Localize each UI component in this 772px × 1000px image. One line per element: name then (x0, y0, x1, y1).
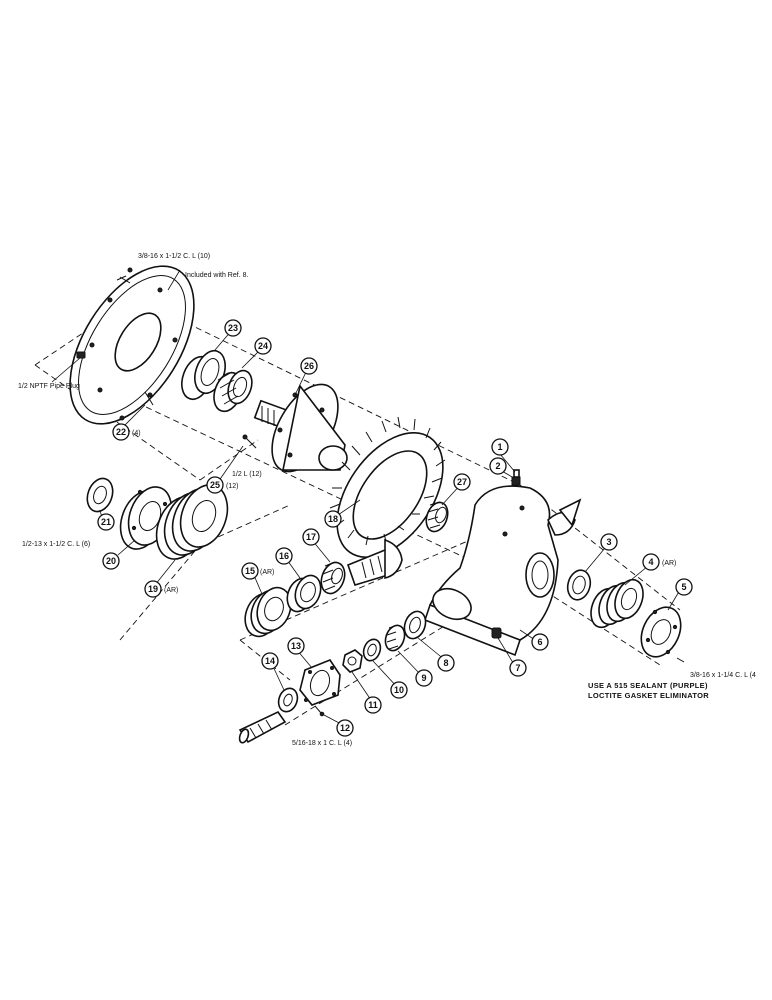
shim-stack-left (155, 484, 229, 560)
pipe-plug-note: 1/2 NPTF Pipe Plug (18, 383, 80, 390)
pinion-bearing (425, 501, 449, 533)
svg-text:11: 11 (368, 700, 378, 710)
callout-5: 5 (675, 578, 693, 596)
callout-24: 24 (254, 337, 272, 355)
svg-text:7: 7 (515, 663, 520, 673)
svg-text:4: 4 (648, 557, 653, 567)
svg-text:21: 21 (101, 517, 111, 527)
svg-text:27: 27 (457, 477, 467, 487)
callout-3: 3 (600, 533, 618, 551)
callout-1: 1 (491, 438, 509, 456)
callout-10: 10 (390, 681, 408, 699)
bearing-cone (213, 369, 253, 413)
yoke-bolt (314, 705, 325, 717)
bolt-spec-bottom: 5/16-18 x 1 C. L (4) (292, 740, 352, 747)
callout-23: 23 (224, 319, 242, 337)
cover-plate (640, 606, 685, 663)
callout-22-quantity: (4) (132, 430, 141, 437)
svg-text:18: 18 (328, 514, 338, 524)
spacer-washer (362, 638, 382, 662)
svg-text:19: 19 (148, 584, 158, 594)
svg-text:23: 23 (228, 323, 238, 333)
bolt-spec-left: 1/2-13 x 1-1/2 C. L (6) (22, 541, 90, 548)
svg-text:12: 12 (340, 723, 350, 733)
svg-text:3: 3 (606, 537, 611, 547)
callout-9: 9 (415, 669, 433, 687)
svg-text:25: 25 (210, 480, 220, 490)
pipe-plug (76, 351, 86, 359)
callout-19-quantity: (AR) (164, 587, 178, 594)
sealant-note-line-2: LOCTITE GASKET ELIMINATOR (588, 691, 709, 700)
callout-13: 13 (287, 637, 305, 655)
svg-text:9: 9 (421, 673, 426, 683)
callout-12: 12 (336, 719, 354, 737)
callout-17: 17 (302, 528, 320, 546)
callout-25-quantity: (12) (226, 483, 238, 490)
svg-text:14: 14 (265, 656, 275, 666)
pinion-bearing-cone (320, 561, 346, 595)
callout-7: 7 (509, 659, 527, 677)
callout-25: 25 (206, 476, 224, 494)
svg-text:8: 8 (443, 658, 448, 668)
svg-text:17: 17 (306, 532, 316, 542)
shim-pack (590, 578, 644, 629)
callout-16: 16 (275, 547, 293, 565)
ring-gear (329, 416, 446, 558)
svg-text:26: 26 (304, 361, 314, 371)
callout-19: 19 (144, 580, 162, 598)
included-with-ref-note: Included with Ref. 8. (185, 272, 248, 279)
callout-11: 11 (364, 696, 382, 714)
callout-15-quantity: (AR) (260, 569, 274, 576)
svg-text:24: 24 (258, 341, 268, 351)
pinion-bearing-cup (286, 574, 322, 613)
bolt-spec-right: 3/8-16 x 1-1/4 C. L (4 (690, 672, 756, 679)
splined-shaft (238, 710, 287, 744)
callout-27: 27 (453, 473, 471, 491)
callout-4: 4 (642, 553, 660, 571)
svg-text:16: 16 (279, 551, 289, 561)
flange-plate (69, 265, 195, 425)
case-bolt (242, 434, 257, 449)
oil-seal (277, 687, 299, 713)
callout-15: 15 (241, 562, 259, 580)
inner-cup (403, 610, 427, 640)
seal (566, 569, 592, 601)
bolt-spec-half-l: 1/2 L (12) (232, 471, 262, 478)
sealant-note-line-1: USE A 515 SEALANT (PURPLE) (588, 681, 708, 690)
yoke-flange (299, 659, 341, 706)
pinion-nut (342, 649, 363, 673)
svg-text:10: 10 (394, 685, 404, 695)
callout-22: 22 (112, 423, 130, 441)
drive-pinion (346, 538, 403, 586)
breather-vent (511, 469, 521, 486)
shim-stack-middle (244, 586, 292, 638)
svg-text:6: 6 (537, 637, 542, 647)
callout-8: 8 (437, 654, 455, 672)
svg-text:20: 20 (106, 556, 116, 566)
bolt-spec-top: 3/8-16 x 1-1/2 C. L (10) (138, 253, 210, 260)
callout-18: 18 (324, 510, 342, 528)
svg-text:15: 15 (245, 566, 255, 576)
callout-6: 6 (531, 633, 549, 651)
callout-2: 2 (489, 457, 507, 475)
callout-4-quantity: (AR) (662, 560, 676, 567)
differential-case (253, 383, 348, 473)
axle-housing (424, 485, 582, 657)
callout-21: 21 (97, 513, 115, 531)
svg-text:13: 13 (291, 641, 301, 651)
svg-text:22: 22 (116, 427, 126, 437)
seal-left (86, 477, 114, 513)
svg-text:1: 1 (497, 442, 502, 452)
callout-26: 26 (300, 357, 318, 375)
svg-text:2: 2 (495, 461, 500, 471)
outer-bearing-cone (384, 624, 406, 652)
callout-20: 20 (102, 552, 120, 570)
svg-text:5: 5 (681, 582, 686, 592)
callout-14: 14 (261, 652, 279, 670)
leader-lines (51, 269, 681, 726)
drain-plug (491, 627, 502, 639)
